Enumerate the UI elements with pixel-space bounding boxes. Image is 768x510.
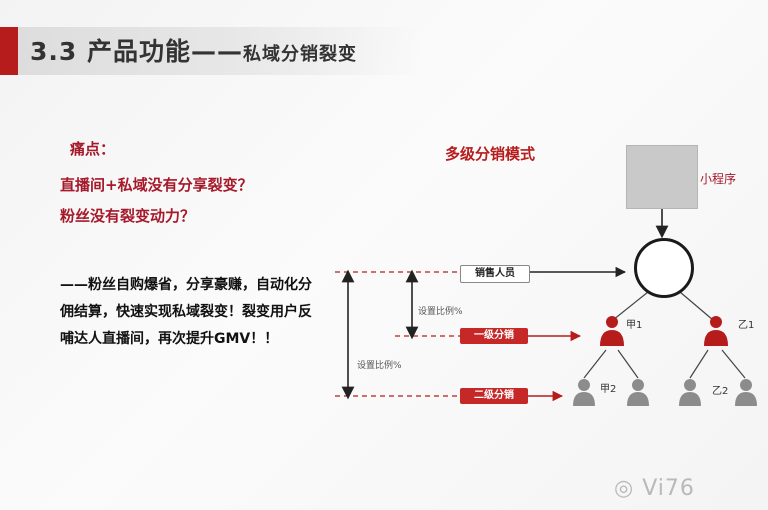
title-bar: [0, 27, 420, 75]
mini-program-box: [626, 145, 698, 209]
ratio-label: 设置比例%: [418, 307, 463, 317]
tree-root-yi1: [679, 291, 714, 321]
ratio-label: 设置比例%: [357, 361, 402, 371]
solution-text: ——粉丝自购爆省，分享豪赚，自动化分佣结算，快速实现私域裂变！裂变用户反哺达人直…: [60, 277, 312, 347]
title-number: 3.3: [30, 37, 78, 66]
weibo-icon: ◎: [614, 476, 635, 501]
pain-point-line: 直播间+私域没有分享裂变？: [60, 176, 253, 194]
sales-tag: 销售人员: [460, 265, 530, 283]
level1-tag: 一级分销: [460, 328, 528, 344]
title-sub: 私域分销裂变: [243, 44, 358, 65]
tree-yi1-left: [689, 349, 709, 379]
tree-jia1-right: [617, 349, 639, 379]
person-level2-icon: [679, 379, 701, 406]
watermark-text: Vi76: [642, 476, 695, 501]
watermark: ◎ Vi76: [614, 476, 695, 501]
person-level2-icon: [735, 379, 757, 406]
person-jia1-icon: [600, 316, 624, 346]
person-yi1-icon: [704, 316, 728, 346]
title-main: 产品功能——: [87, 37, 244, 66]
tree-jia1-left: [583, 349, 607, 379]
person-level2-icon: [573, 379, 595, 406]
tree-yi1-right: [721, 349, 746, 379]
level2-tag: 二级分销: [460, 388, 528, 404]
pain-points-heading: 痛点：: [70, 140, 116, 158]
diagram-title: 多级分销模式: [445, 145, 536, 163]
node-label-yi1: 乙1: [738, 320, 755, 331]
mini-program-label: 小程序: [700, 172, 737, 186]
node-label-jia1: 甲1: [626, 320, 643, 331]
node-label-yi2: 乙2: [712, 386, 729, 397]
sales-root-node: [634, 238, 694, 298]
title-accent-bar: [0, 27, 18, 75]
person-level2-icon: [627, 379, 649, 406]
tree-root-jia1: [612, 291, 649, 321]
slide-title: 3.3 产品功能——私域分销裂变: [30, 32, 357, 68]
node-label-jia2: 甲2: [600, 384, 617, 395]
pain-point-line: 粉丝没有裂变动力？: [60, 207, 196, 225]
